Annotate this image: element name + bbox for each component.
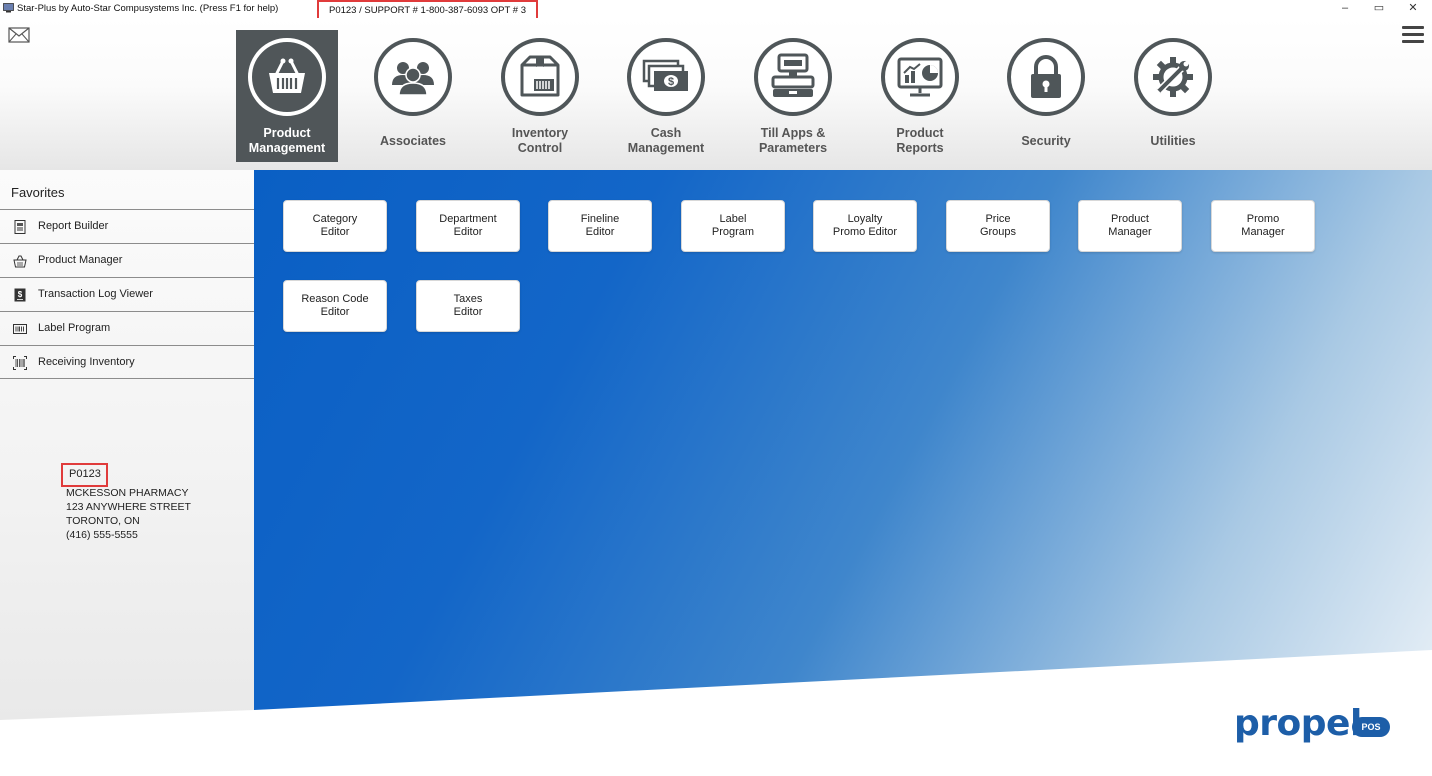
favorite-product-manager[interactable]: Product Manager (0, 243, 254, 277)
favorites-list: Report Builder Product Manager $ Transac… (0, 209, 254, 379)
store-city: TORONTO, ON (66, 515, 140, 527)
basket-icon (13, 255, 27, 268)
tile-line2: Promo Editor (832, 226, 898, 238)
nav-label-line1: Product (896, 126, 944, 140)
svg-text:$: $ (668, 76, 674, 88)
store-name: MCKESSON PHARMACY (66, 487, 189, 499)
logo-badge: POS (1352, 717, 1390, 737)
store-info: MCKESSON PHARMACY 123 ANYWHERE STREET TO… (66, 486, 191, 542)
favorite-label: Label Program (38, 322, 111, 334)
tile-line2: Editor (320, 226, 350, 238)
nav-label-line1: Associates (379, 134, 446, 148)
favorite-label: Transaction Log Viewer (38, 288, 153, 300)
nav-security[interactable]: Security (995, 30, 1097, 162)
report-icon (881, 38, 959, 116)
nav-label-line1: Till Apps & (760, 126, 826, 140)
tile-line2: Editor (453, 306, 483, 318)
propel-pos-logo: propel POS (1234, 703, 1394, 747)
tile-line1: Product (1111, 213, 1149, 225)
nav-label-line1: Security (1021, 134, 1071, 148)
nav-associates[interactable]: Associates (362, 30, 464, 162)
tile-line1: Promo (1246, 213, 1280, 225)
content-area (254, 170, 1432, 710)
store-code: P0123 (61, 463, 108, 487)
restore-button[interactable]: ▭ (1373, 2, 1385, 14)
report-builder-icon (14, 220, 26, 234)
close-button[interactable]: ✕ (1408, 2, 1418, 14)
favorite-label: Receiving Inventory (38, 356, 135, 368)
favorite-label: Report Builder (38, 220, 109, 232)
title-bar: Star-Plus by Auto-Star Compusystems Inc.… (0, 0, 1432, 21)
tile-line2: Program (711, 226, 755, 238)
tile-line2: Editor (320, 306, 350, 318)
box-icon (501, 38, 579, 116)
gear-wrench-icon (1134, 38, 1212, 116)
tile-line1: Department (439, 213, 497, 225)
favorites-sidebar: Favorites Report Builder Product Manager… (0, 170, 254, 720)
minimize-button[interactable]: – (1341, 2, 1349, 14)
store-phone: (416) 555-5555 (66, 529, 138, 541)
nav-till-apps[interactable]: Till Apps &Parameters (742, 30, 844, 162)
tile-line1: Fineline (580, 213, 620, 225)
nav-utilities[interactable]: Utilities (1122, 30, 1224, 162)
favorite-receiving-inventory[interactable]: Receiving Inventory (0, 345, 254, 379)
favorite-transaction-log-viewer[interactable]: $ Transaction Log Viewer (0, 277, 254, 311)
cash-icon: $ (627, 38, 705, 116)
favorite-label: Product Manager (38, 254, 123, 266)
tile-line1: Price (985, 213, 1011, 225)
tile-line1: Label (719, 213, 747, 225)
tile-line2: Manager (1241, 226, 1285, 238)
nav-label-line2: Management (627, 141, 705, 155)
mail-icon[interactable] (8, 27, 30, 43)
barcode-scan-icon (13, 356, 27, 370)
store-street: 123 ANYWHERE STREET (66, 501, 191, 513)
nav-label-line2: Parameters (758, 141, 828, 155)
nav-label-line1: Utilities (1150, 134, 1196, 148)
lock-icon (1007, 38, 1085, 116)
tile-line1: Reason Code (301, 293, 369, 305)
favorite-report-builder[interactable]: Report Builder (0, 209, 254, 243)
app-icon (3, 3, 14, 13)
svg-text:$: $ (18, 290, 23, 299)
nav-label-line1: Inventory (511, 126, 569, 140)
tile-line2: Editor (453, 226, 483, 238)
basket-icon (248, 38, 326, 116)
tile-line1: Loyalty (847, 213, 883, 225)
register-icon (754, 38, 832, 116)
dollar-doc-icon: $ (14, 288, 26, 302)
favorites-title: Favorites (11, 185, 65, 200)
nav-label-line2: Management (248, 141, 326, 155)
favorite-label-program[interactable]: Label Program (0, 311, 254, 345)
tile-line2: Manager (1108, 226, 1152, 238)
nav-label-line1: Product (263, 126, 311, 140)
nav-label-line1: Cash (650, 126, 682, 140)
logo-wordmark: propel (1234, 703, 1362, 744)
nav-label-line2: Control (517, 141, 563, 155)
tile-line2: Editor (585, 226, 615, 238)
hamburger-menu-icon[interactable] (1402, 26, 1424, 44)
tile-line2: Groups (979, 226, 1017, 238)
nav-label-line2: Reports (896, 141, 944, 155)
people-icon (374, 38, 452, 116)
tile-line1: Category (312, 213, 358, 225)
barcode-label-icon (13, 324, 27, 334)
tile-line1: Taxes (453, 293, 483, 305)
app-title: Star-Plus by Auto-Star Compusystems Inc.… (17, 3, 279, 14)
